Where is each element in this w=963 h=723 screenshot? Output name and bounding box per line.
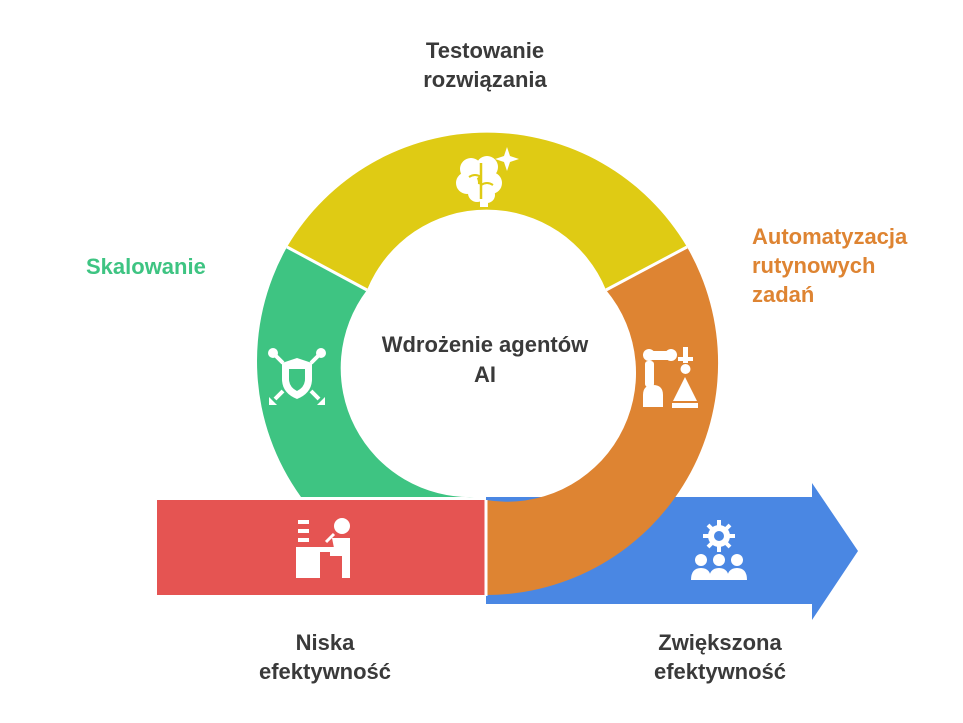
brain-sparkle-icon	[456, 147, 519, 207]
stage-arc-scaling	[257, 247, 474, 498]
person-at-desk-icon	[296, 518, 350, 578]
separator	[286, 245, 368, 292]
center-title-line: AI	[474, 362, 496, 387]
robot-arm-icon	[643, 347, 698, 408]
stage-arc-automation	[486, 247, 719, 595]
team-gear-icon	[691, 520, 747, 580]
center-title: Wdrożenie agentów AI	[330, 330, 640, 390]
start-label: Niska efektywność	[258, 630, 392, 684]
center-title-line: Wdrożenie agentów	[381, 332, 589, 357]
end-label: Zwiększona efektywność	[653, 630, 787, 684]
stage-arc-testing	[287, 132, 687, 290]
stage-label-scaling: Skalowanie	[86, 254, 206, 279]
stage-label-testing: Testowanie rozwiązania	[423, 38, 547, 92]
separator	[605, 245, 688, 292]
shield-network-icon	[268, 348, 326, 405]
stage-label-automation: Automatyzacja rutynowych zadań	[752, 224, 908, 307]
